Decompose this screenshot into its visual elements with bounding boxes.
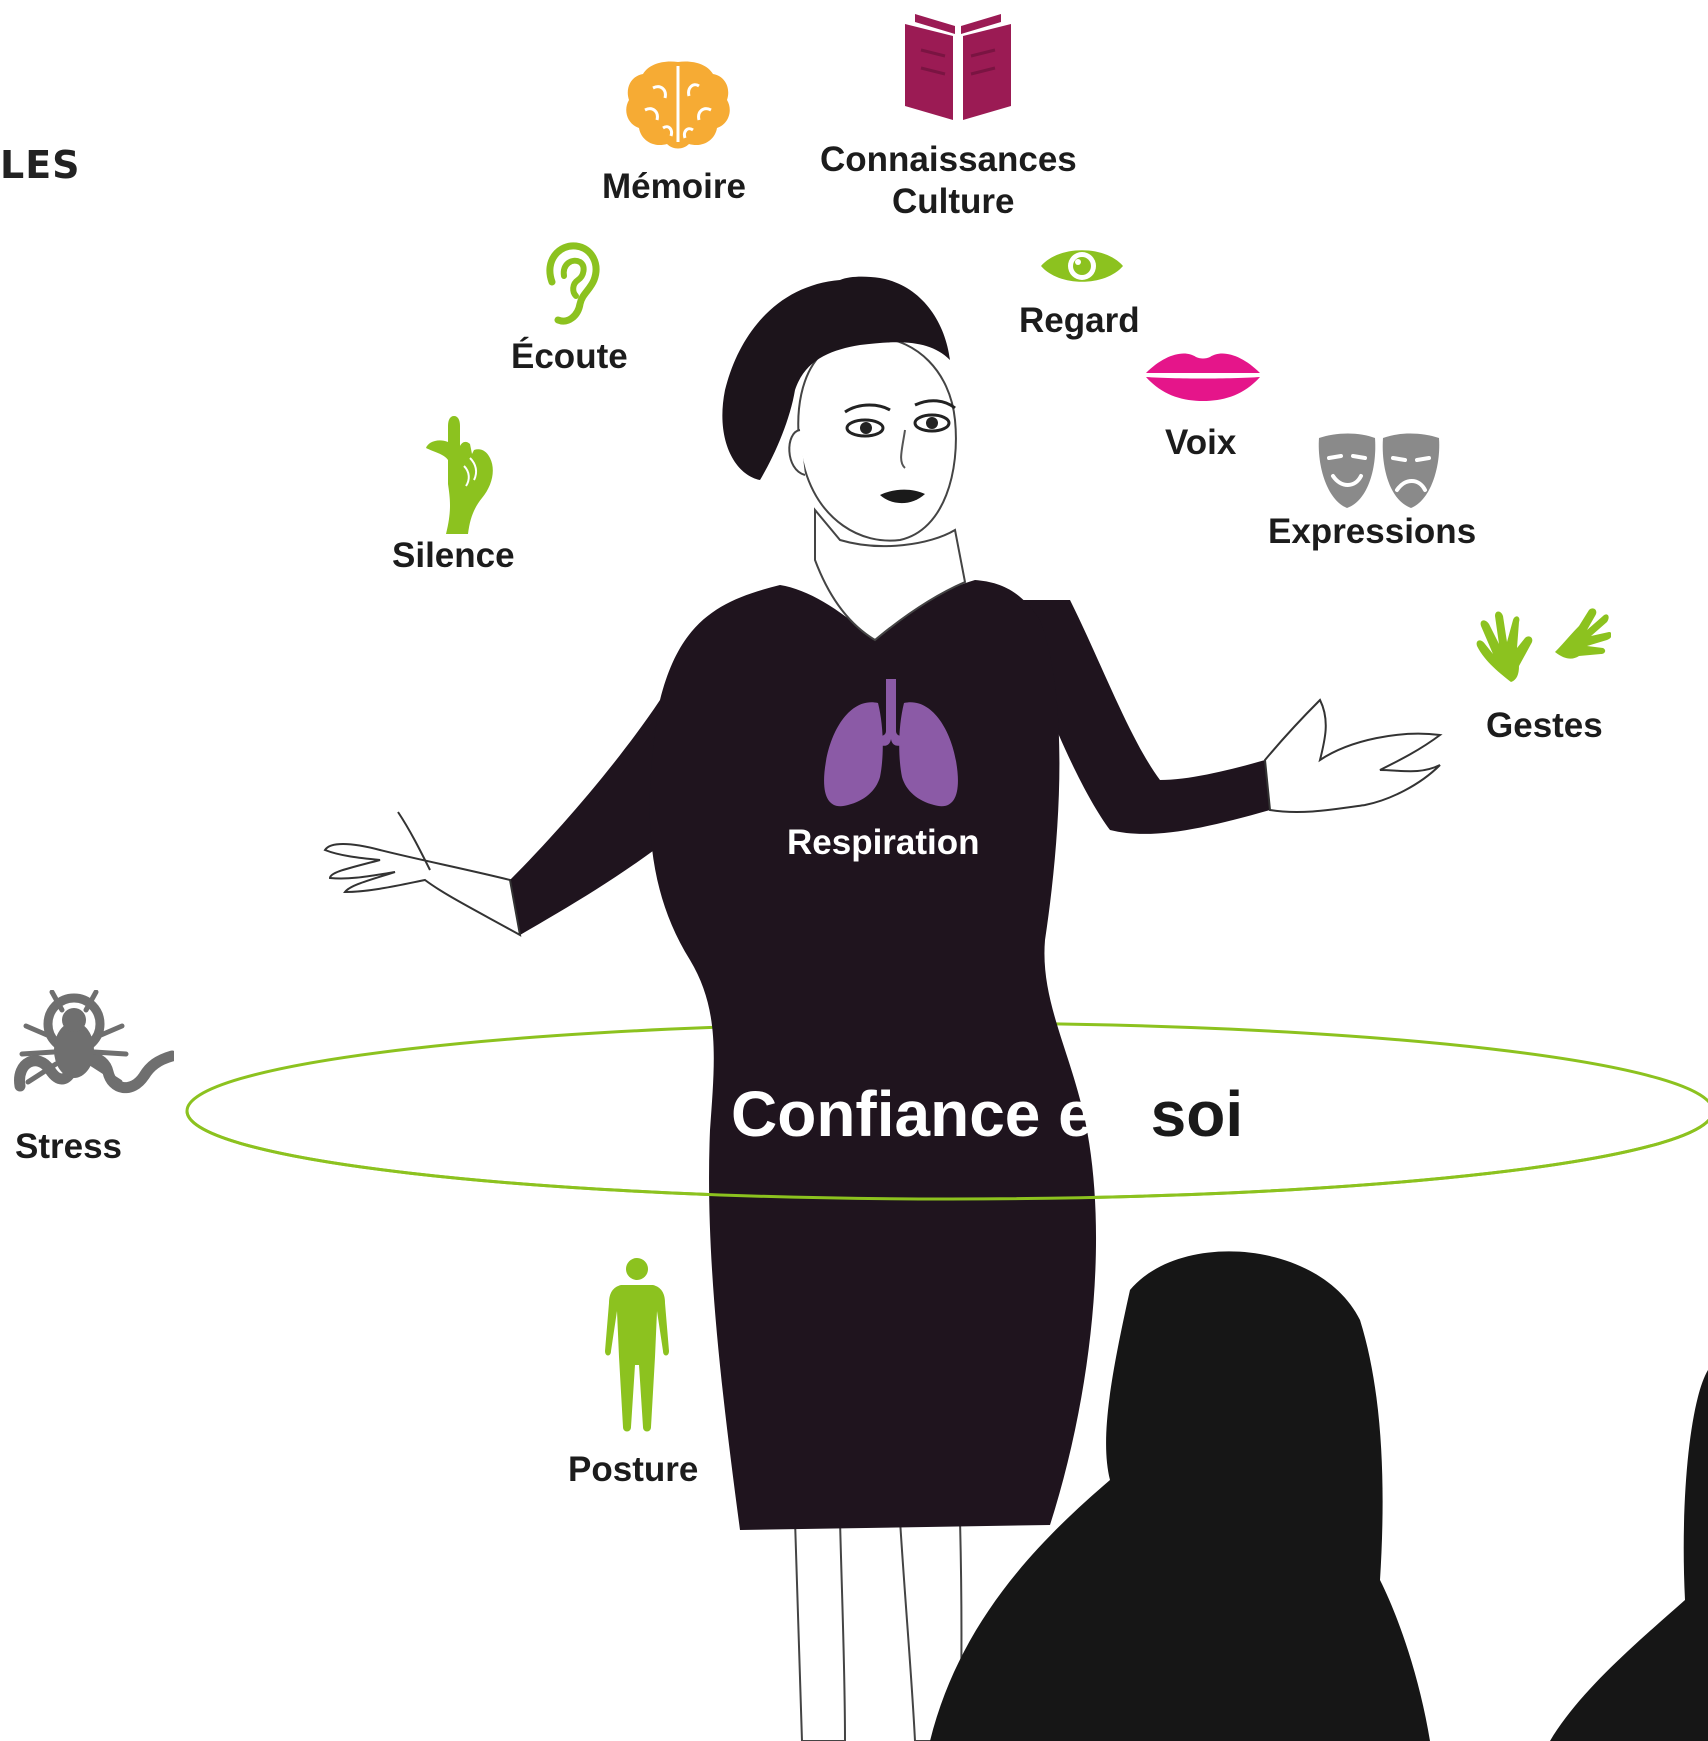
left-leg (793, 1519, 847, 1741)
title-part-on-dress: Confiance (731, 1078, 1041, 1150)
spider-snake-icon (14, 990, 174, 1093)
lips-icon (1146, 353, 1260, 401)
label-connaissances: Connaissances (820, 140, 1077, 179)
theater-masks-icon (1318, 433, 1440, 508)
label-memoire: Mémoire (602, 167, 746, 206)
label-culture: Culture (892, 182, 1015, 221)
hair (722, 276, 950, 480)
ear-icon (546, 242, 600, 325)
left-hand (323, 843, 522, 937)
label-ecoute: Écoute (511, 337, 628, 376)
label-stress: Stress (15, 1127, 123, 1166)
label-expressions: Expressions (1268, 512, 1477, 551)
label-gestes: Gestes (1486, 706, 1603, 745)
right-sleeve (1010, 600, 1270, 834)
hands-icon (1476, 608, 1611, 682)
label-posture: Posture (568, 1450, 699, 1489)
brain-icon (626, 61, 730, 149)
label-regard: Regard (1019, 301, 1140, 340)
right-leg (898, 1519, 963, 1741)
label-respiration: Respiration (787, 823, 980, 862)
label-voix: Voix (1165, 423, 1237, 462)
audience-head-1 (930, 1251, 1430, 1741)
dress (649, 580, 1097, 1530)
center-title: Confiance en soi (731, 1078, 1243, 1150)
neck (814, 507, 967, 642)
corner-text: LES (0, 143, 81, 187)
audience-head-2 (1550, 1370, 1708, 1741)
confidence-ring-front (185, 1110, 1708, 1201)
shush-hand-icon (426, 416, 493, 534)
lungs-icon (824, 679, 958, 807)
label-silence: Silence (392, 536, 515, 575)
title-part-mixed: en (1058, 1078, 1133, 1150)
right-hand (1263, 698, 1443, 814)
human-body-icon (605, 1258, 669, 1432)
title-part-outside: soi (1150, 1078, 1244, 1150)
book-icon (905, 14, 1011, 120)
eye-icon (1041, 250, 1123, 282)
face (797, 336, 957, 542)
